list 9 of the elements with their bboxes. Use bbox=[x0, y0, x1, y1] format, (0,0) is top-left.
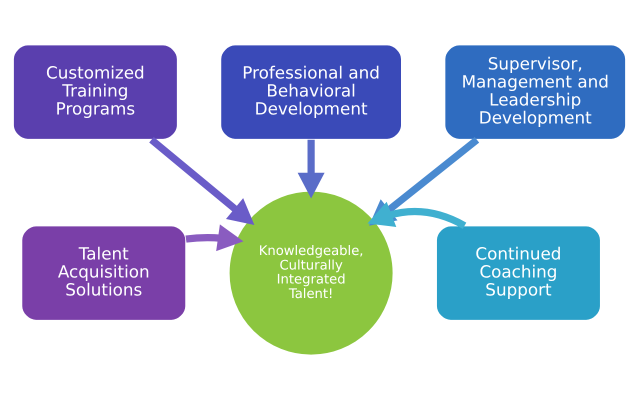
arrow bbox=[367, 202, 466, 229]
node-box: Supervisor, Management and Leadership Development bbox=[444, 44, 626, 140]
node-box: Professional and Behavioral Development bbox=[220, 44, 402, 140]
node-circle: Knowledgeable, Culturally Integrated Talent! bbox=[228, 190, 394, 356]
arrow bbox=[298, 140, 325, 198]
node-box: Talent Acquisition Solutions bbox=[21, 225, 186, 322]
arrow bbox=[149, 137, 254, 225]
node-box: Continued Coaching Support bbox=[436, 225, 602, 322]
node-box: Customized Training Programs bbox=[12, 44, 178, 140]
